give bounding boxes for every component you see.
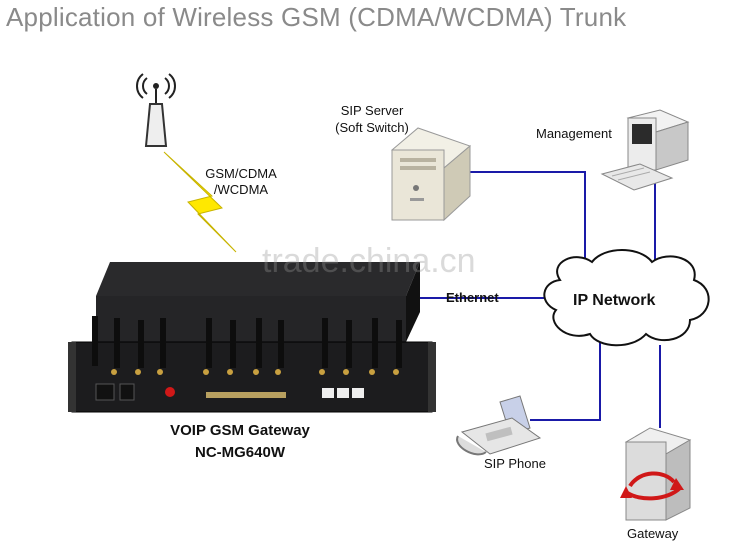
- link-network-phone: [530, 340, 601, 421]
- connection-lines: [410, 171, 661, 428]
- server-icon: [391, 127, 471, 222]
- gateway-device: [68, 262, 436, 413]
- lightning-icon: [163, 151, 237, 253]
- cloud-icon: [543, 249, 710, 347]
- sip-phone-label: SIP Phone: [484, 456, 546, 471]
- antenna-icon: [136, 73, 176, 147]
- gsm-label-line1: GSM/CDMA: [205, 166, 277, 181]
- phone-icon: [456, 395, 542, 456]
- device-caption-line2: NC-MG640W: [194, 444, 285, 461]
- device-caption-line1: VOIP GSM Gateway: [170, 422, 310, 439]
- sip-server-label-line2: (Soft Switch): [335, 120, 409, 135]
- watermark: trade.china.cn: [262, 242, 476, 280]
- diagram-title: Application of Wireless GSM (CDMA/WCDMA)…: [6, 2, 627, 32]
- gsm-label: GSM/CDMA /WCDMA: [196, 166, 286, 198]
- gsm-label-line2: /WCDMA: [213, 182, 269, 197]
- sip-server-label: SIP Server (Soft Switch): [322, 102, 422, 136]
- device-caption: VOIP GSM Gateway NC-MG640W: [140, 420, 340, 464]
- gateway-label: Gateway: [627, 526, 679, 541]
- gateway-tower-icon: [620, 427, 692, 521]
- management-label: Management: [536, 126, 612, 141]
- computer-icon: [600, 109, 690, 191]
- link-server-network: [455, 171, 586, 262]
- ethernet-label: Ethernet: [446, 290, 499, 305]
- ip-network-label: IP Network: [573, 292, 656, 309]
- sip-server-label-line1: SIP Server: [340, 103, 404, 118]
